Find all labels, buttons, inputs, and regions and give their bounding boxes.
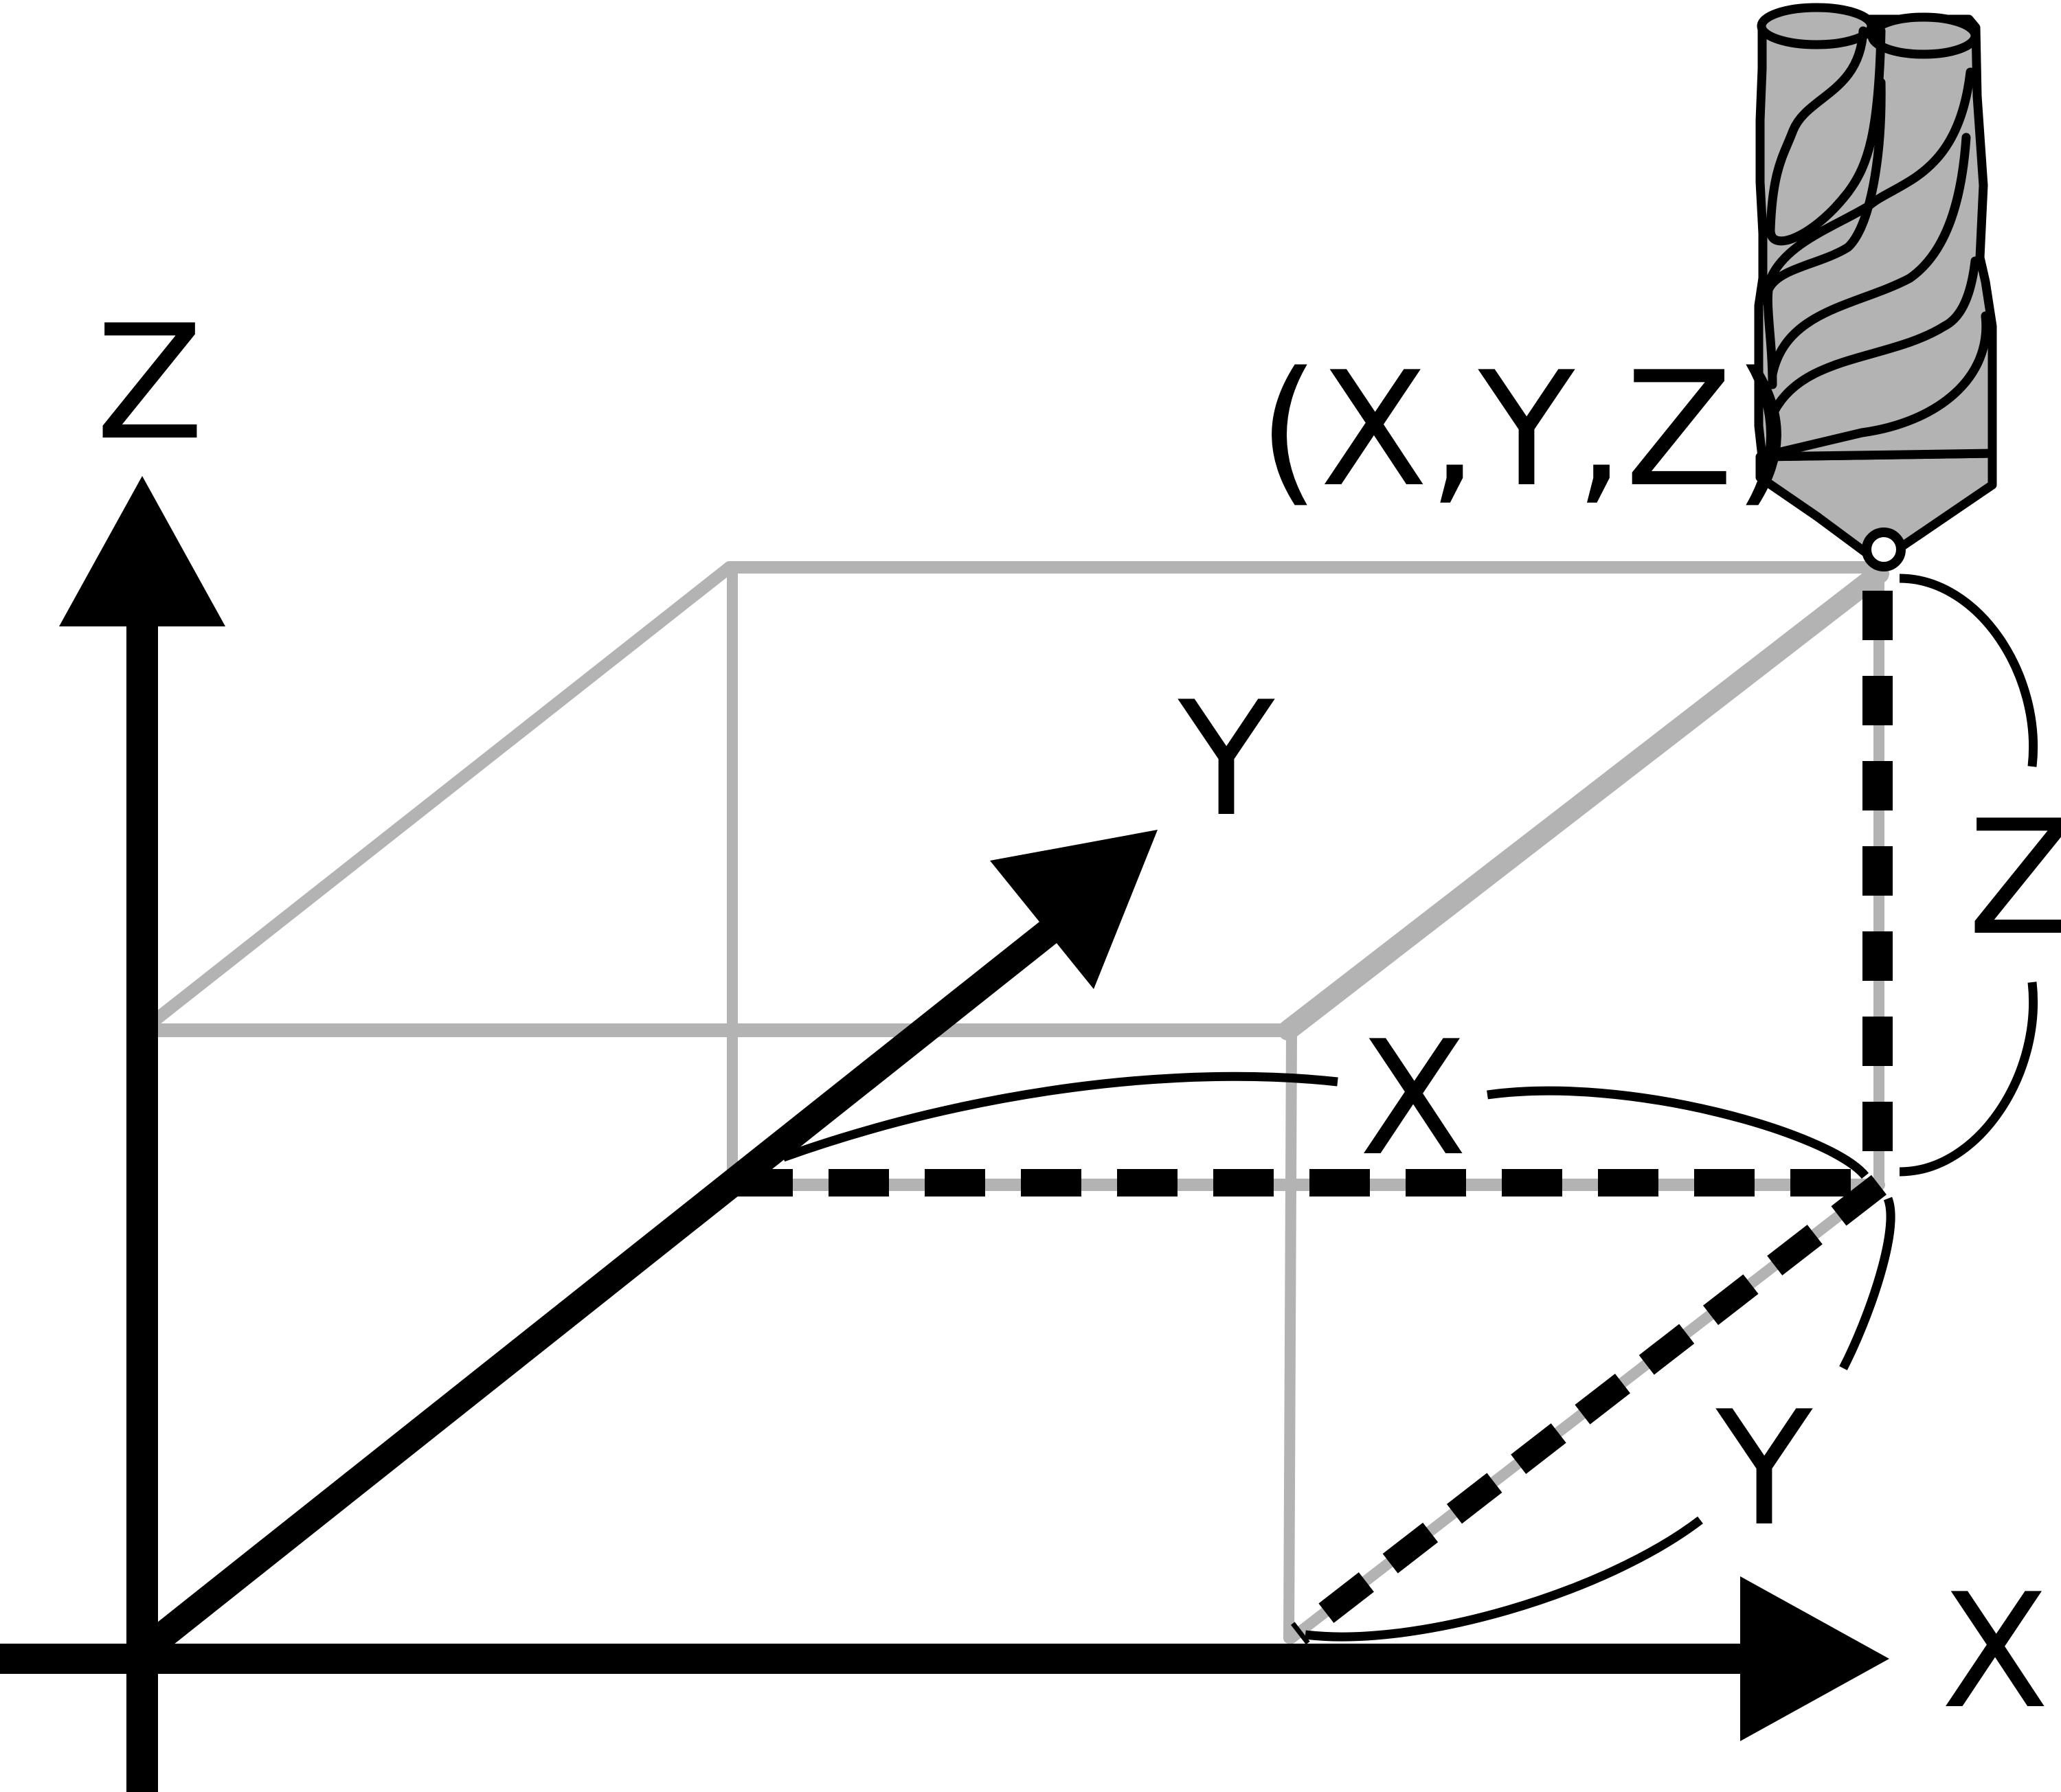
tool-flute-2: [1764, 78, 1886, 293]
tool-top-left: [1757, 3, 1876, 49]
box-edge-right-diagonal: [1278, 563, 1889, 1041]
x-bracket-left: [781, 1071, 1338, 1162]
axes: [0, 476, 1889, 1792]
box-edge-left-diagonal: [149, 561, 736, 1026]
x-axis-arrowhead: [1740, 1576, 1889, 1741]
y-axis-line: [133, 916, 1063, 1663]
projection-lines: [732, 591, 1893, 1645]
z-axis-arrowhead: [59, 476, 225, 626]
x-axis-label: X: [1941, 1561, 2049, 1744]
y-dimension-label: Y: [1715, 1378, 1813, 1561]
tool-flute-4: [1768, 133, 1971, 379]
tool-flute-6: [1764, 311, 1991, 460]
x-bracket-right: [1487, 1086, 1869, 1179]
y-axis-arrowhead: [990, 830, 1158, 989]
z-bracket-top: [1899, 574, 2038, 767]
tool-top-right: [1867, 12, 1980, 59]
y-axis-label: Y: [1178, 668, 1275, 852]
tool-flute-3: [1763, 67, 1975, 389]
box-edge-front-vertical: [1283, 1028, 1297, 1644]
dimension-brackets: [781, 574, 2038, 1642]
dashed-line-y: [1290, 1175, 1887, 1645]
z-dimension-label: Z: [1968, 787, 2061, 971]
x-dimension-label: X: [1359, 1008, 1467, 1191]
z-bracket-bottom: [1899, 982, 2038, 1177]
y-bracket-bottom: [1305, 1516, 1703, 1642]
point-coordinate-label: (X,Y,Z): [1258, 339, 1794, 522]
reference-box: [148, 561, 1889, 1644]
y-bracket-top: [1839, 1196, 1895, 1370]
tool-flute-1: [1766, 26, 1886, 246]
z-axis-label: Z: [95, 292, 204, 475]
tool-flute-5: [1769, 256, 1980, 417]
end-mill-icon: [1754, 3, 1997, 565]
tool-center-point: [1862, 528, 1906, 571]
